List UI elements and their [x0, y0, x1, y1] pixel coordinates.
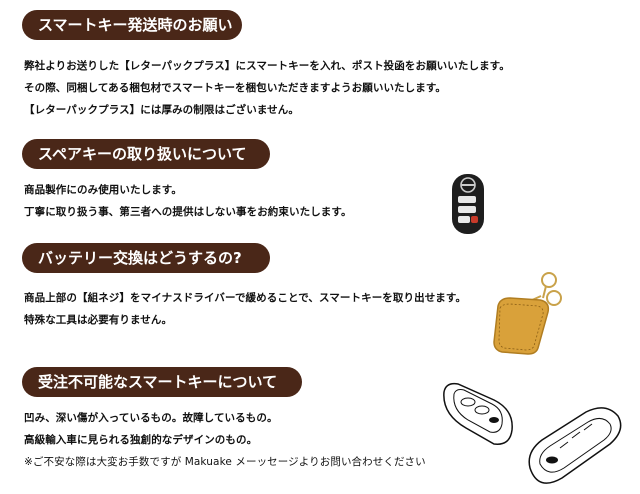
section-text-line: 丁寧に取り扱う事、第三者への提供はしない事をお約束いたします。 — [24, 206, 352, 218]
unsupported-key-outline-2 — [528, 407, 622, 484]
unsupported-key-outline-1 — [443, 382, 513, 445]
section-heading-unacceptable: 受注不可能なスマートキーについて — [22, 367, 302, 397]
section-text-line: 商品上部の【組ネジ】をマイナスドライバーで緩めることで、スマートキーを取り出せま… — [24, 292, 467, 304]
section-text-line: 商品製作にのみ使用いたします。 — [24, 184, 182, 196]
section-note-line: ※ご不安な際は大変お手数ですが Makuake メーッセージよりお問い合わせくだ… — [24, 456, 426, 468]
section-heading-shipping: スマートキー発送時のお願い — [22, 10, 242, 40]
section-text-line: 【レターパックプラス】には厚みの制限はございません。 — [24, 104, 299, 116]
leather-key-case-image — [493, 272, 562, 355]
section-text-line: 凹み、深い傷が入っているもの。故障しているもの。 — [24, 412, 278, 424]
section-heading-battery: バッテリー交換はどうするの? — [22, 243, 270, 273]
section-text-line: 弊社よりお送りした【レターパックプラス】にスマートキーを入れ、ポスト投函をお願い… — [24, 60, 510, 72]
section-text-line: 高級輸入車に見られる独創的なデザインのもの。 — [24, 434, 258, 446]
smart-key-fob-image — [452, 174, 484, 234]
section-text-line: その際、同梱してある梱包材でスマートキーを梱包いただきますようお願いいたします。 — [24, 82, 447, 94]
section-text-line: 特殊な工具は必要有りません。 — [24, 314, 173, 326]
section-heading-spare-key: スペアキーの取り扱いについて — [22, 139, 270, 169]
